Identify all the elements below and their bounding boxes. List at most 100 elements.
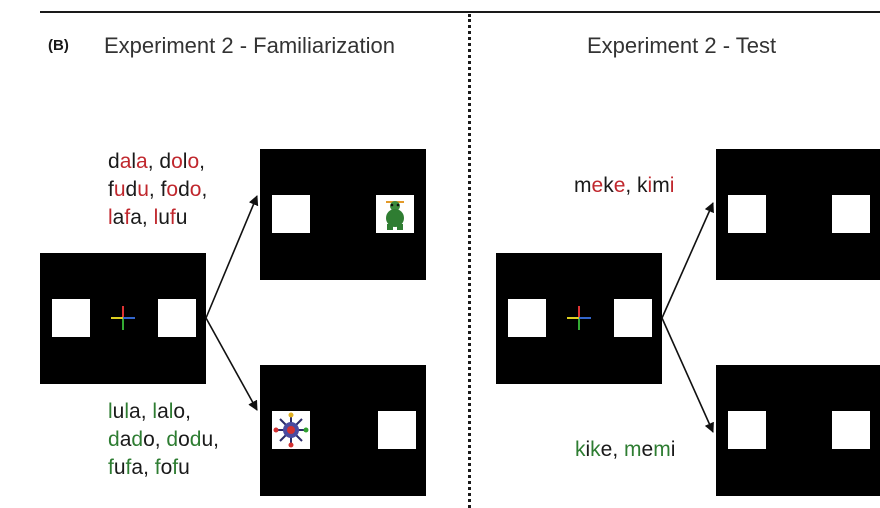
- word-line: fudu, fodo,: [108, 176, 207, 204]
- word-segment: d: [159, 150, 172, 173]
- word-segment: f: [124, 206, 131, 229]
- word-segment: f: [160, 178, 167, 201]
- left-target-square: [272, 195, 310, 233]
- word-segment: l: [124, 400, 130, 423]
- word-segment: o: [166, 178, 179, 201]
- word-segment: i: [669, 174, 675, 197]
- top-rule: [40, 11, 880, 13]
- familiarization-red-word-list: dala, dolo,fudu, fodo,lafa, lufu: [108, 148, 207, 232]
- familiarization-outcome-screen-top: [260, 149, 426, 280]
- test-fixation-screen: [496, 253, 662, 384]
- familiarization-green-word-list: lula, lalo,dado, dodu,fufa, fofu: [108, 398, 219, 482]
- word-segment: m: [574, 174, 592, 197]
- left-target-square: [728, 195, 766, 233]
- word-segment: ,: [148, 178, 161, 201]
- word-segment: ,: [199, 150, 205, 173]
- arrow-to-familiarization-bottom: [205, 317, 258, 411]
- familiarization-title: Experiment 2 - Familiarization: [104, 33, 395, 58]
- word-segment: o: [173, 400, 186, 423]
- word-segment: f: [108, 178, 114, 201]
- word-segment: u: [201, 428, 214, 451]
- word-segment: k: [575, 438, 586, 461]
- word-segment: f: [125, 456, 132, 479]
- word-segment: a: [157, 400, 169, 423]
- word-line: fufa, fofu: [108, 454, 219, 482]
- word-segment: d: [166, 428, 179, 451]
- word-segment: i: [647, 174, 653, 197]
- test-outcome-screen-bottom: [716, 365, 880, 496]
- word-segment: ,: [154, 428, 167, 451]
- word-segment: l: [131, 150, 137, 173]
- word-segment: u: [178, 456, 190, 479]
- panel-divider: [468, 14, 471, 508]
- word-segment: a: [136, 150, 148, 173]
- test-outcome-screen-top: [716, 149, 880, 280]
- word-segment: i: [585, 438, 591, 461]
- word-segment: m: [624, 438, 642, 461]
- word-segment: ,: [213, 428, 220, 451]
- word-segment: o: [178, 428, 190, 451]
- word-segment: a: [130, 206, 142, 229]
- word-segment: l: [153, 206, 159, 229]
- word-segment: l: [168, 400, 174, 423]
- left-target-square: [728, 411, 766, 449]
- word-segment: o: [171, 150, 183, 173]
- word-segment: k: [603, 174, 614, 197]
- test-green-word-list: kike, memi: [575, 436, 675, 464]
- word-segment: u: [158, 206, 170, 229]
- word-segment: k: [637, 174, 648, 197]
- arrow-to-familiarization-top: [205, 195, 259, 319]
- word-segment: u: [113, 178, 126, 201]
- word-segment: u: [112, 400, 125, 423]
- right-target-square: [614, 299, 652, 337]
- left-target-square: [52, 299, 90, 337]
- spiky-toy-figure-icon: [272, 411, 310, 449]
- fixation-cross-icon: [111, 306, 135, 330]
- word-segment: l: [108, 206, 113, 229]
- word-segment: e: [591, 174, 604, 197]
- left-target-square: [508, 299, 546, 337]
- word-segment: u: [175, 206, 188, 229]
- word-segment: d: [108, 150, 120, 173]
- right-target-square: [378, 411, 416, 449]
- familiarization-outcome-screen-bottom: [260, 365, 426, 496]
- word-segment: ,: [143, 456, 155, 479]
- word-segment: ,: [185, 400, 191, 423]
- right-target-square: [832, 411, 870, 449]
- word-segment: d: [131, 428, 144, 451]
- word-segment: a: [119, 150, 132, 173]
- word-segment: a: [131, 456, 144, 479]
- word-segment: f: [169, 206, 176, 229]
- word-segment: m: [653, 438, 671, 461]
- fixation-cross-icon: [567, 306, 591, 330]
- test-red-word-list: meke, kimi: [574, 172, 674, 200]
- word-segment: e: [613, 174, 626, 197]
- word-segment: o: [187, 150, 200, 173]
- word-segment: ,: [147, 150, 160, 173]
- word-segment: f: [108, 456, 114, 479]
- word-line: lafa, lufu: [108, 204, 207, 232]
- word-segment: f: [172, 456, 179, 479]
- word-segment: ,: [201, 178, 208, 201]
- word-segment: u: [137, 178, 149, 201]
- word-segment: u: [113, 456, 126, 479]
- word-segment: o: [143, 428, 155, 451]
- right-target-square: [158, 299, 196, 337]
- word-segment: d: [189, 428, 202, 451]
- word-line: dado, dodu,: [108, 426, 219, 454]
- word-segment: l: [182, 150, 188, 173]
- test-title: Experiment 2 - Test: [587, 33, 777, 58]
- word-segment: ,: [140, 400, 153, 423]
- word-segment: ,: [612, 438, 625, 461]
- word-segment: l: [108, 400, 113, 423]
- word-segment: ,: [625, 174, 638, 197]
- word-segment: k: [590, 438, 601, 461]
- arrow-to-test-top: [661, 202, 714, 319]
- green-toy-figure-icon: [376, 195, 414, 233]
- word-segment: ,: [141, 206, 154, 229]
- word-segment: f: [154, 456, 161, 479]
- word-segment: i: [670, 438, 676, 461]
- word-segment: m: [652, 174, 670, 197]
- word-segment: l: [152, 400, 158, 423]
